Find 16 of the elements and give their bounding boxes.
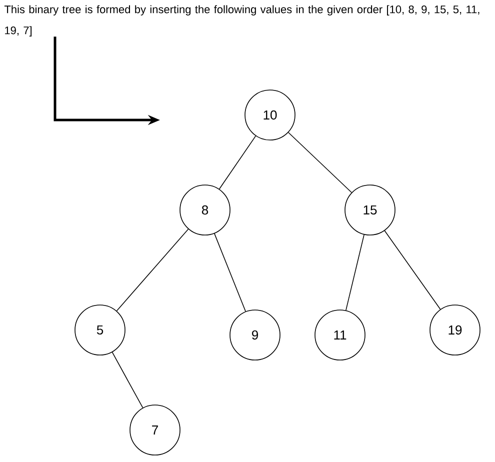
connector-line bbox=[346, 234, 364, 311]
connector-line bbox=[288, 132, 352, 193]
tree-node: 5 bbox=[74, 304, 126, 356]
tree-node: 19 bbox=[430, 304, 480, 356]
tree-node: 11 bbox=[314, 310, 366, 360]
tree-node: 15 bbox=[344, 184, 396, 236]
connector-line bbox=[214, 233, 246, 312]
tree-node: 10 bbox=[244, 90, 296, 140]
tree-node: 9 bbox=[230, 310, 280, 360]
tree-node: 7 bbox=[130, 404, 180, 456]
connector-line bbox=[112, 352, 144, 408]
connector-line bbox=[218, 136, 256, 190]
tree-node: 8 bbox=[180, 184, 230, 236]
description-text: This binary tree is formed by inserting the following values in the given order [10, 8, 9, 15, 5, 11, 19, 7] bbox=[4, 5, 480, 36]
connector-line bbox=[384, 230, 441, 310]
connector-line bbox=[116, 228, 189, 312]
